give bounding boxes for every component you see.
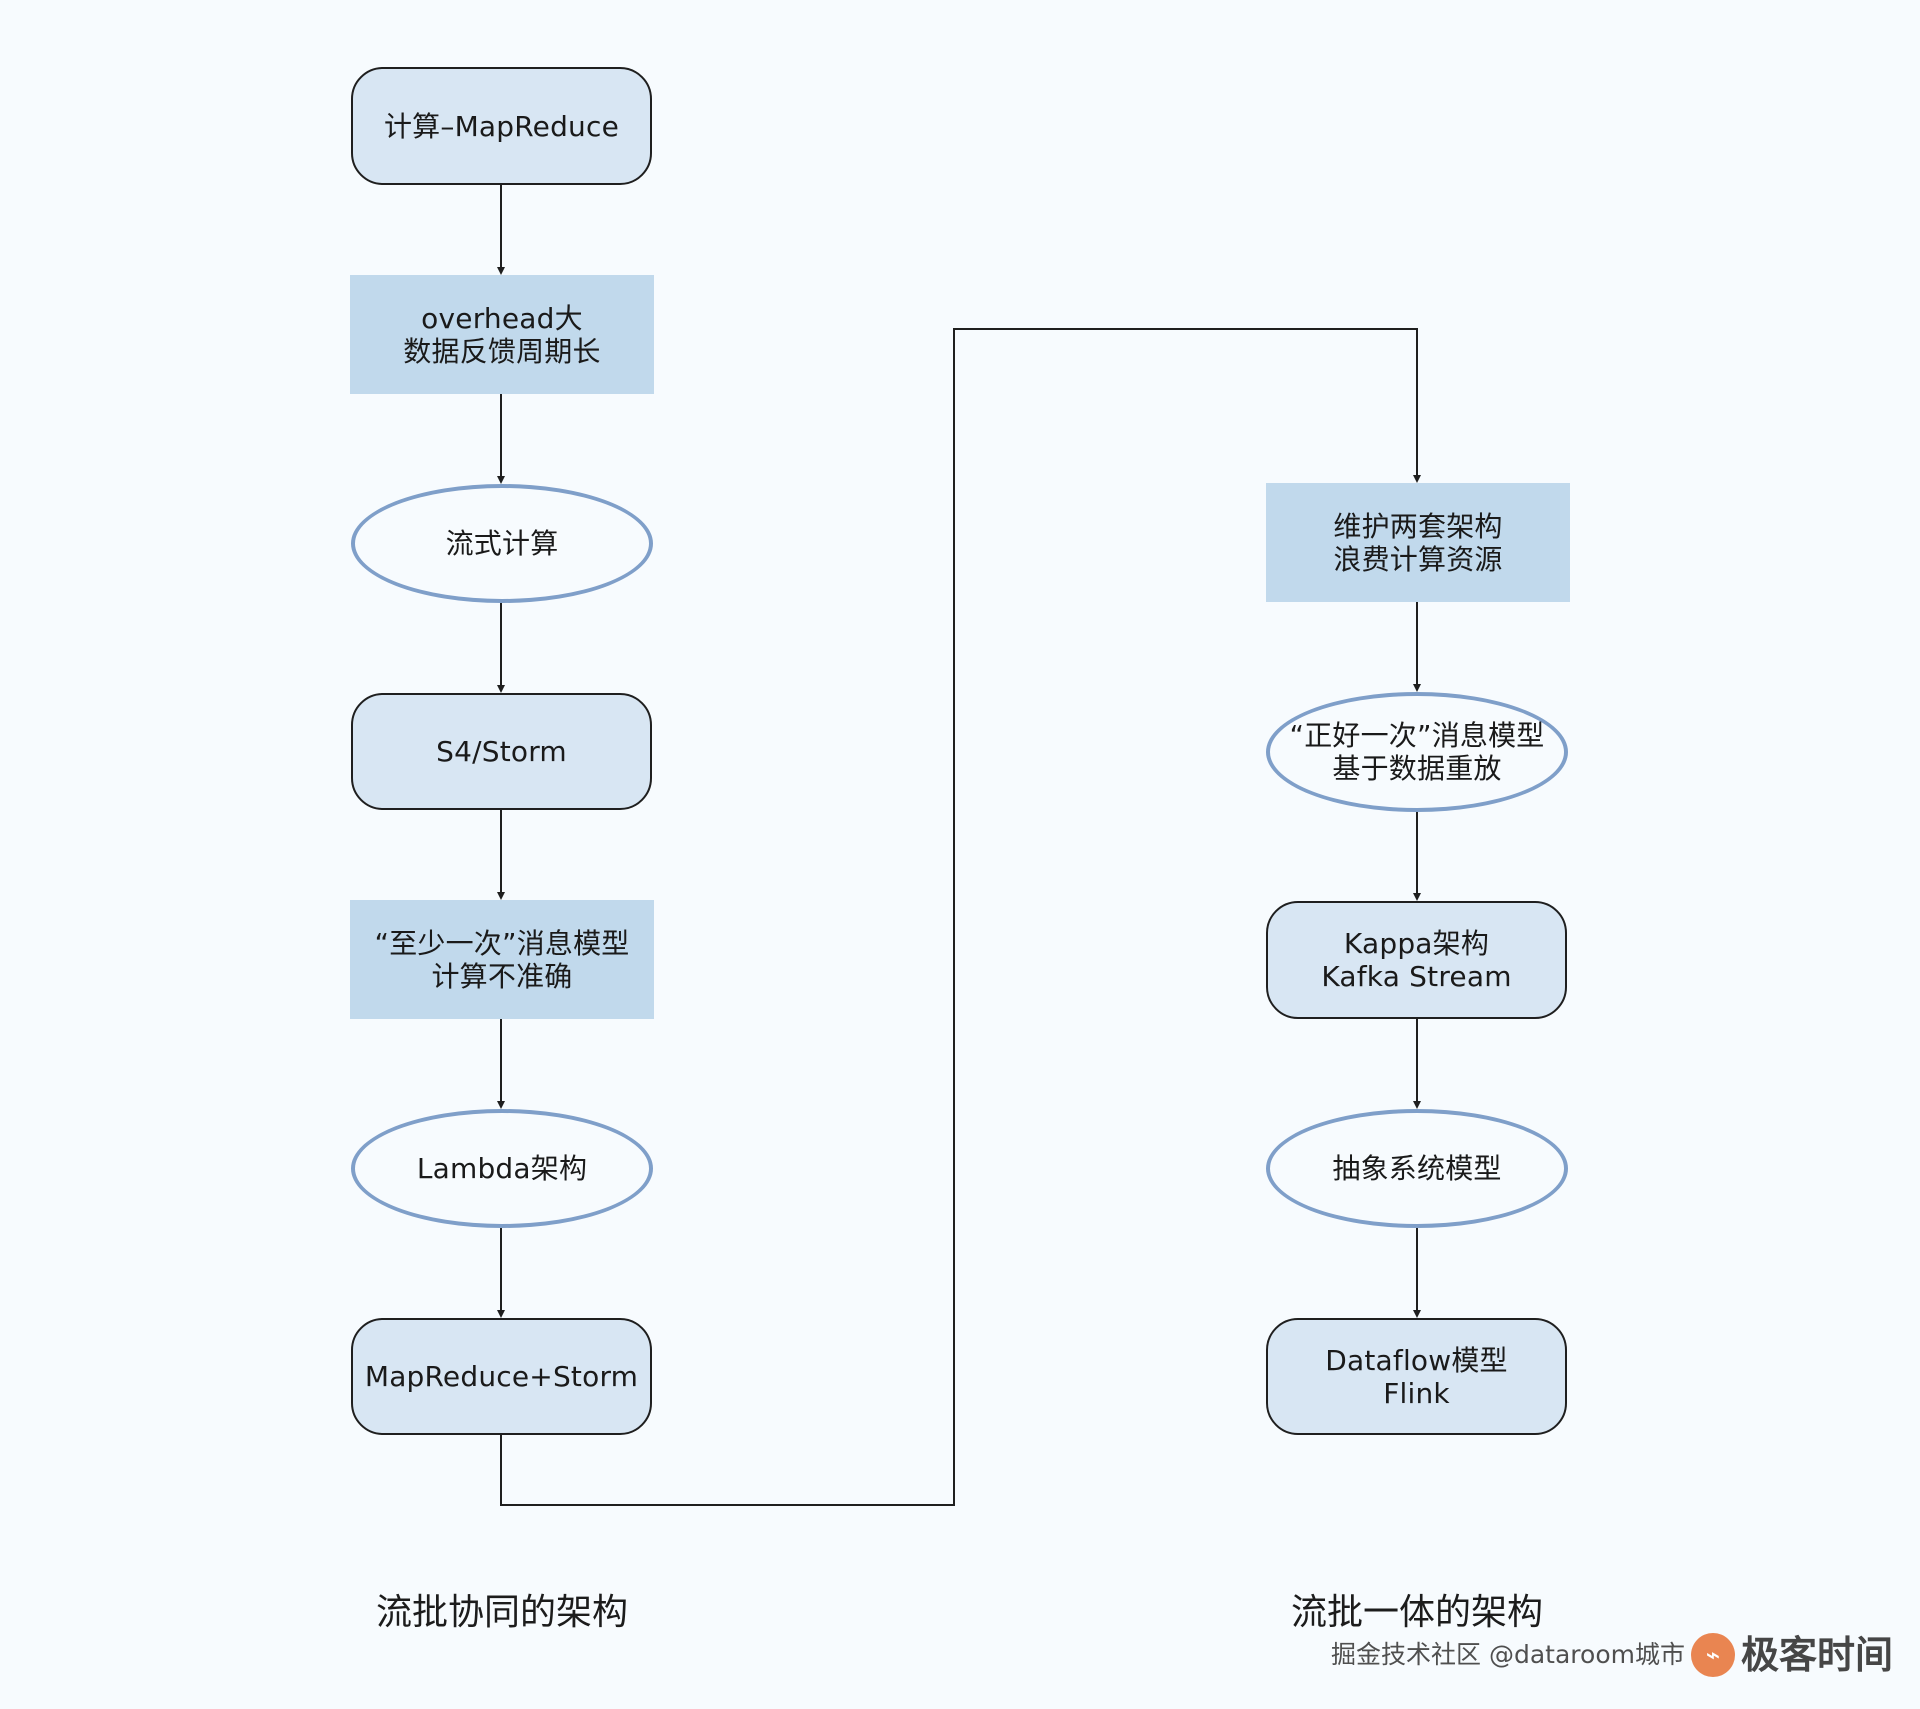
watermark-logo: 极客时间: [1740, 1633, 1893, 1677]
watermark: 掘金技术社区 @dataroom城市 ⌁ 极客时间: [1331, 1629, 1893, 1681]
node-exactly-once: “正好一次”消息模型 基于数据重放: [1266, 692, 1568, 812]
node-mapreduce-storm: MapReduce+Storm: [351, 1318, 652, 1435]
node-maintain-two: 维护两套架构 浪费计算资源: [1266, 483, 1570, 602]
caption-right: 流批一体的架构: [1290, 1592, 1543, 1633]
geek-time-logo-icon: ⌁: [1690, 1633, 1735, 1677]
node-kappa: Kappa架构 Kafka Stream: [1266, 901, 1567, 1019]
caption-left: 流批协同的架构: [375, 1592, 628, 1633]
node-stream-compute: 流式计算: [351, 484, 653, 603]
watermark-text: 掘金技术社区 @dataroom城市: [1331, 1640, 1685, 1669]
node-dataflow-flink: Dataflow模型 Flink: [1266, 1318, 1567, 1435]
node-s4-storm: S4/Storm: [351, 693, 652, 810]
node-at-least-once: “至少一次”消息模型 计算不准确: [350, 900, 654, 1019]
node-abstract-model: 抽象系统模型: [1266, 1109, 1568, 1228]
node-lambda: Lambda架构: [351, 1109, 653, 1228]
node-overhead: overhead大 数据反馈周期长: [350, 275, 654, 394]
node-compute-mapreduce: 计算–MapReduce: [351, 67, 652, 185]
connector-left-to-right: [500, 328, 1421, 1506]
